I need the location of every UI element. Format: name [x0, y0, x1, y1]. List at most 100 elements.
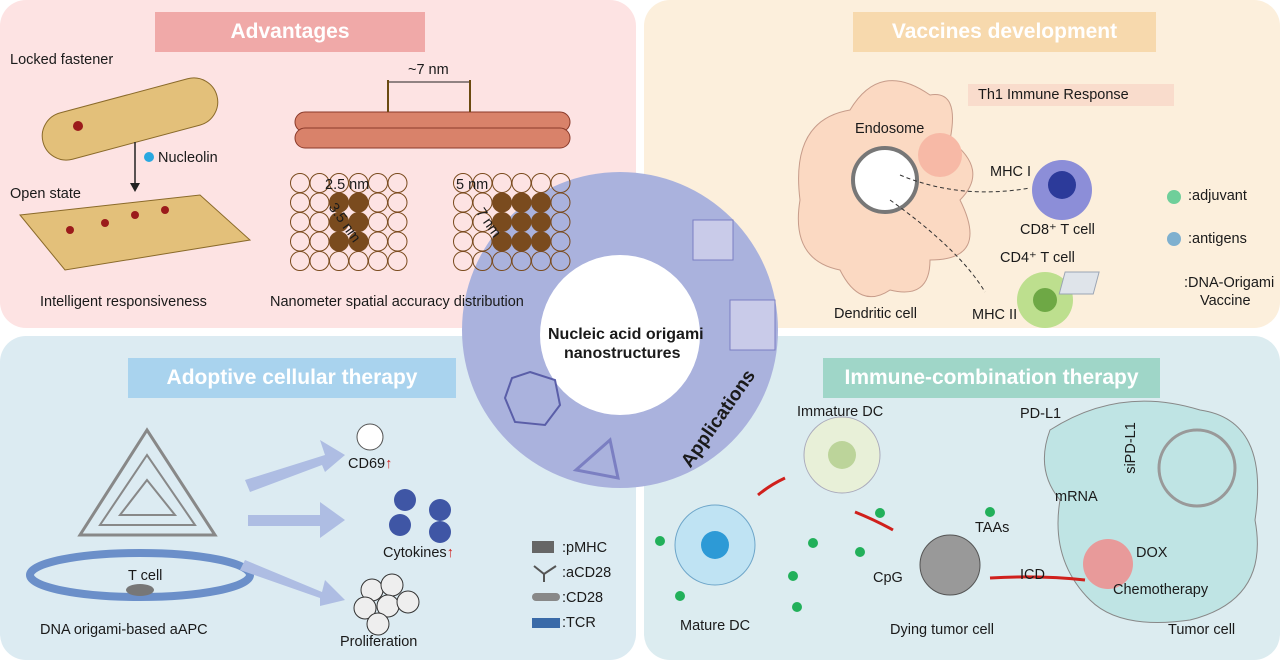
helix-circle — [511, 192, 532, 213]
helix-circle — [492, 173, 512, 193]
adoptive-title: Adoptive cellular therapy — [166, 366, 418, 389]
helix-circle — [550, 251, 571, 271]
spacing-grid-left — [290, 173, 408, 271]
helix-circle — [368, 173, 388, 193]
grid1-h-label: 2.5 nm — [325, 177, 370, 193]
locked-fastener-label: Locked fastener — [10, 52, 114, 68]
tumor-label: Tumor cell — [1168, 622, 1236, 638]
helix-circle — [387, 231, 408, 252]
helix-circle — [453, 212, 473, 232]
helix-circle — [329, 251, 349, 271]
helix-circle — [368, 231, 388, 252]
aapc-icon — [26, 427, 254, 601]
helix-circle — [290, 173, 310, 193]
helix-circle — [492, 192, 512, 213]
aapc-caption: DNA origami-based aAPC — [40, 622, 208, 638]
mhc2-label: MHC II — [972, 307, 1018, 323]
cd69-cell-icon — [356, 423, 384, 451]
helix-circle — [309, 212, 330, 232]
dying-tumor-cell-icon — [919, 534, 981, 596]
dendritic-cell-icon — [797, 80, 1181, 328]
dox-vesicle-icon — [1083, 539, 1133, 589]
legend-tcr: :TCR — [562, 615, 596, 631]
advantages-title: Advantages — [230, 20, 350, 43]
center-title-1: Nucleic acid origami — [548, 326, 704, 343]
cytokines-label: Cytokines↑ — [383, 545, 454, 561]
sipdl1-label: siPD-L1 — [1122, 422, 1139, 474]
legend-pmhc: :pMHC — [562, 540, 608, 556]
antigen-dots — [655, 507, 995, 612]
title-bar-vaccines — [853, 12, 1156, 52]
helix-circle — [368, 251, 388, 271]
helix-circle — [290, 231, 310, 252]
helix-circle — [309, 231, 330, 252]
locked-origami-icon — [19, 77, 252, 271]
helix-circle — [453, 251, 473, 271]
taas-label: TAAs — [975, 520, 1010, 536]
cd4-label: CD4⁺ T cell — [1000, 250, 1075, 266]
spacing-grid-right — [453, 173, 571, 271]
legend-cd28: :CD28 — [562, 590, 604, 606]
dendritic-label: Dendritic cell — [834, 306, 917, 322]
nucleolin-label: Nucleolin — [158, 150, 218, 166]
center-circle — [540, 255, 700, 415]
helix-circle — [453, 231, 473, 252]
legend-antigens: :antigens — [1188, 231, 1247, 247]
cytokines-icon — [389, 489, 451, 543]
intelligent-caption: Intelligent responsiveness — [40, 294, 207, 310]
grid2-h-label: 5 nm — [456, 177, 489, 193]
helix-circle — [511, 231, 532, 252]
legend-acd28: :aCD28 — [562, 565, 612, 581]
helix-circle — [387, 173, 408, 193]
up-arrow-icon: ↑ — [446, 545, 454, 561]
helix-circle — [531, 192, 551, 213]
title-bar-adoptive — [128, 358, 456, 398]
endosome-label: Endosome — [855, 121, 925, 137]
helix-circle — [387, 251, 408, 271]
cd69-label: CD69↑ — [348, 456, 392, 472]
nanometer-caption: Nanometer spatial accuracy distribution — [270, 294, 524, 310]
pdl1-label: PD-L1 — [1020, 406, 1062, 422]
helix-circle — [387, 212, 408, 232]
helix-circle — [290, 251, 310, 271]
th1-response: Th1 Immune Response — [978, 87, 1129, 103]
triangle-origami-icon — [572, 437, 620, 480]
immune-title: Immune-combination therapy — [844, 366, 1139, 389]
cd8-label: CD8⁺ T cell — [1020, 222, 1095, 238]
center-title-2: nanostructures — [564, 345, 681, 362]
helix-circle — [368, 192, 388, 213]
proliferation-icon — [353, 573, 420, 636]
dying-label: Dying tumor cell — [890, 622, 994, 638]
legend-origami: :DNA-Origami — [1184, 275, 1275, 291]
up-arrow-icon: ↑ — [385, 456, 393, 472]
helix-circle — [531, 231, 551, 252]
helix-circle — [348, 192, 369, 213]
mature-label: Mature DC — [680, 618, 751, 634]
title-bar-immune — [823, 358, 1160, 398]
proliferation-label: Proliferation — [340, 634, 418, 650]
icosahedron-icon — [503, 370, 562, 427]
flow-arrows — [240, 440, 345, 606]
spacing-label: ~7 nm — [408, 62, 449, 78]
chemo-label: Chemotherapy — [1113, 582, 1209, 598]
helix-circle — [453, 192, 473, 213]
response-box — [968, 84, 1174, 106]
dox-label: DOX — [1136, 545, 1168, 561]
helix-circle — [511, 173, 532, 193]
legend-adjuvant: :adjuvant — [1188, 188, 1247, 204]
helix-circle — [348, 251, 369, 271]
mhc1-label: MHC I — [990, 164, 1032, 180]
cpg-label: CpG — [873, 570, 903, 586]
immature-label: Immature DC — [797, 404, 884, 420]
nucleus-icon — [1157, 428, 1237, 508]
red-arrows — [757, 476, 1086, 582]
helix-circle — [387, 192, 408, 213]
nanometer-bundle-icon — [294, 80, 571, 149]
helix-circle — [309, 251, 330, 271]
mrna-label: mRNA — [1055, 489, 1098, 505]
adoptive-legend-icons — [532, 541, 560, 628]
origami-block-icon — [729, 299, 776, 351]
helix-circle — [531, 212, 551, 232]
legend-origami-2: Vaccine — [1200, 293, 1251, 309]
